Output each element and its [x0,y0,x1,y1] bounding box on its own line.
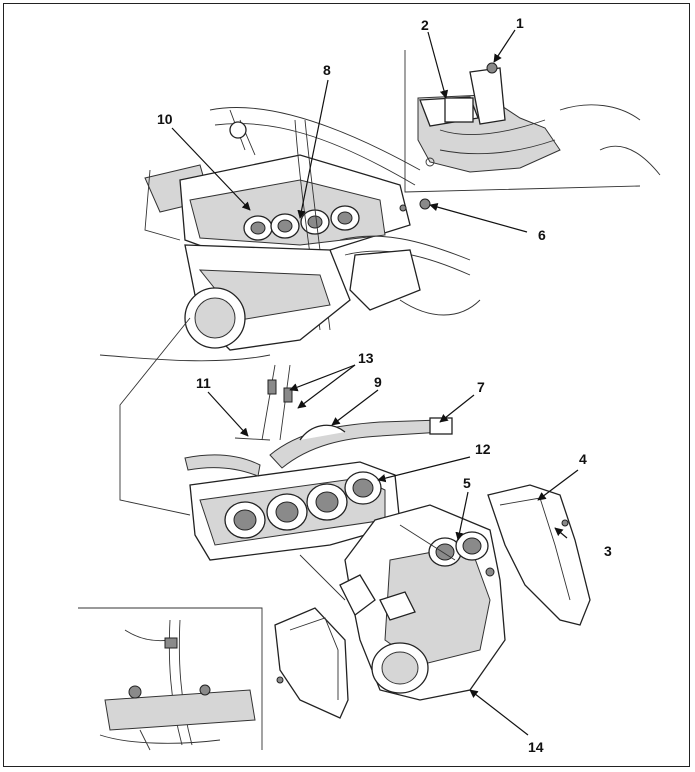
diagram-frame [3,3,690,767]
callout-13: 13 [358,350,374,366]
callout-3: 3 [604,543,612,559]
breather-hose-7 [269,419,443,469]
throttle-body-assembly [184,364,453,561]
callout-2: 2 [421,17,429,33]
side-cover-left [274,607,349,719]
callout-5: 5 [463,475,471,491]
connection-lines [119,317,456,601]
callout-12: 12 [475,441,491,457]
callout-1: 1 [516,15,524,31]
callout-14: 14 [528,739,544,755]
inset-cable-detail [78,607,263,751]
callout-4: 4 [579,451,587,467]
callout-6: 6 [538,227,546,243]
air-cleaner-housing [339,504,506,701]
callout-labels: 1 2 3 4 5 6 7 8 9 10 11 12 13 14 [157,15,612,755]
engine-frame-view [99,107,481,362]
inset-battery-area [404,50,661,193]
callout-9: 9 [374,374,382,390]
callout-10: 10 [157,111,173,127]
side-cover-4 [487,484,591,626]
bolt-1 [486,62,498,74]
callout-7: 7 [477,379,485,395]
callout-11: 11 [196,375,211,391]
callout-8: 8 [323,62,331,78]
leader-lines [171,29,579,736]
